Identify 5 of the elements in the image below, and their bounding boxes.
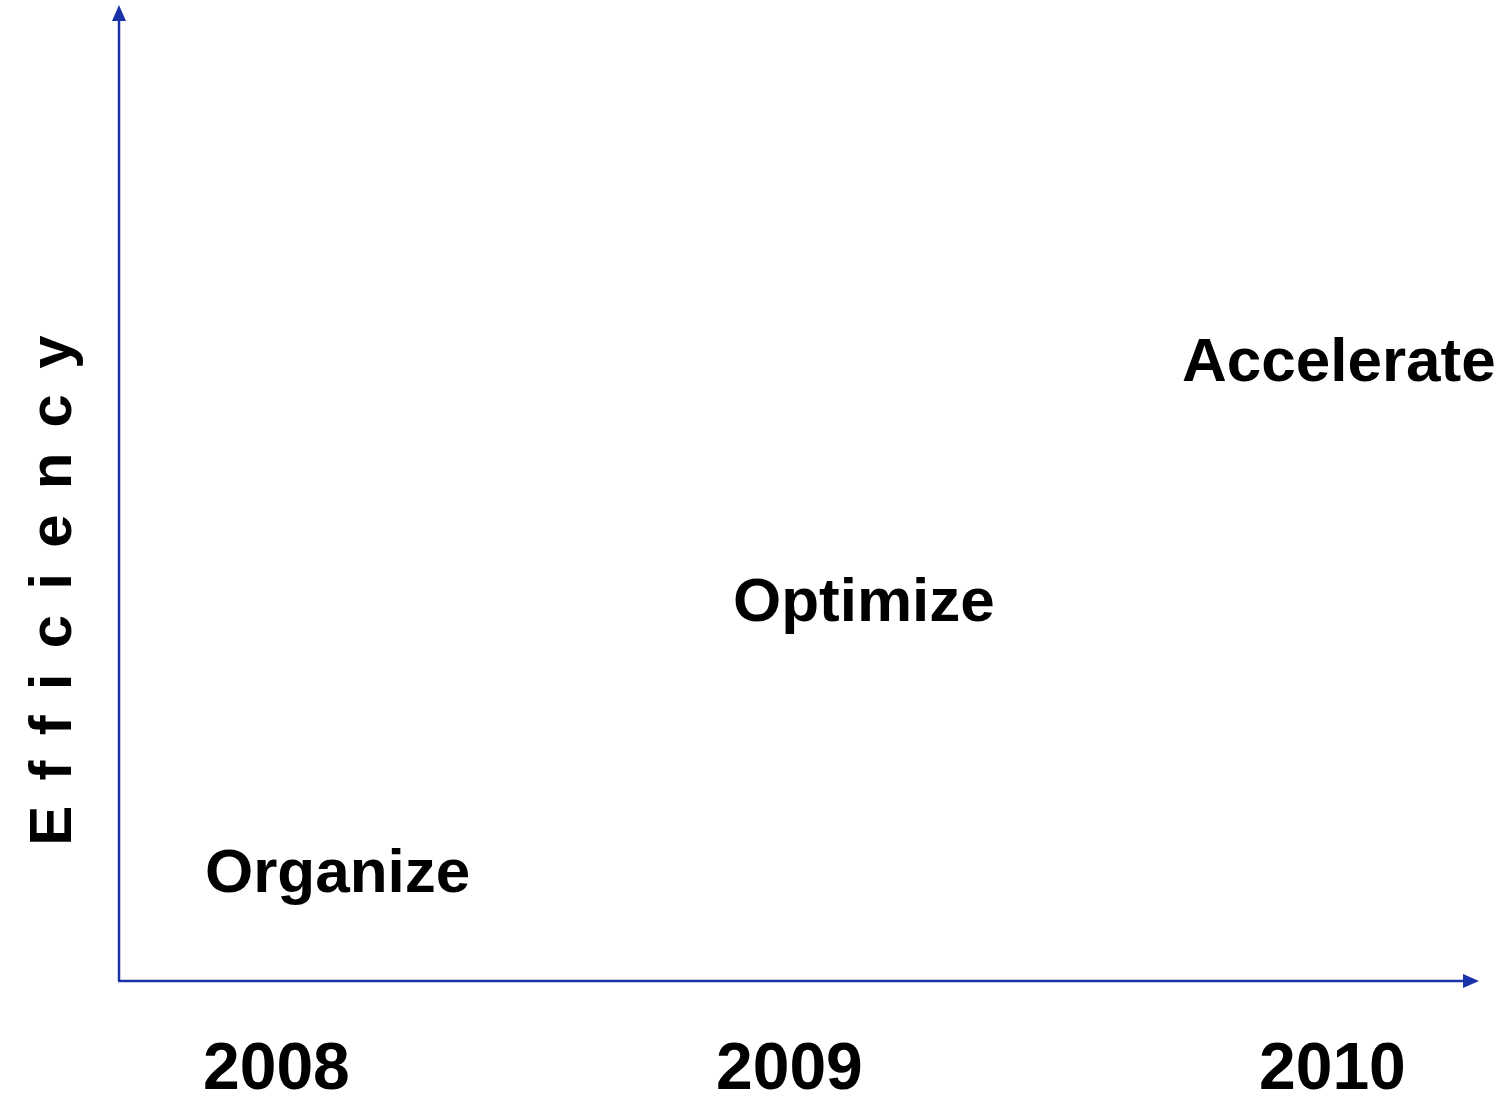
- year-label: 2008: [203, 1033, 350, 1099]
- year-label: 2009: [716, 1033, 863, 1099]
- year-label: 2010: [1259, 1033, 1406, 1099]
- axis-title: Efficiency: [20, 310, 81, 846]
- stage-label: Accelerate: [1182, 329, 1496, 391]
